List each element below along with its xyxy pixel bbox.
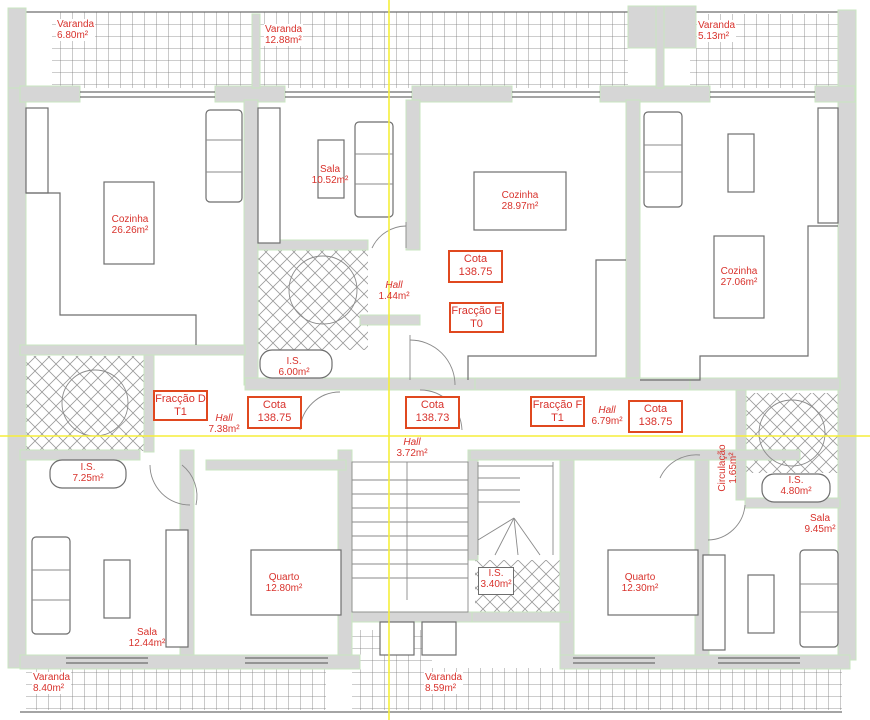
stair-treads (352, 465, 553, 579)
walls (7, 5, 857, 670)
balcony-tiles (20, 11, 842, 713)
room-label-is-d: I.S.7.25m² (72, 462, 104, 484)
room-label-is-common: I.S.3.40m² (478, 567, 514, 595)
furniture (25, 107, 839, 656)
room-label-is-e: I.S.6.00m² (278, 356, 310, 378)
bathroom-tiles (26, 250, 840, 612)
windows (66, 91, 815, 664)
room-label-is-f: I.S.4.80m² (780, 475, 812, 497)
